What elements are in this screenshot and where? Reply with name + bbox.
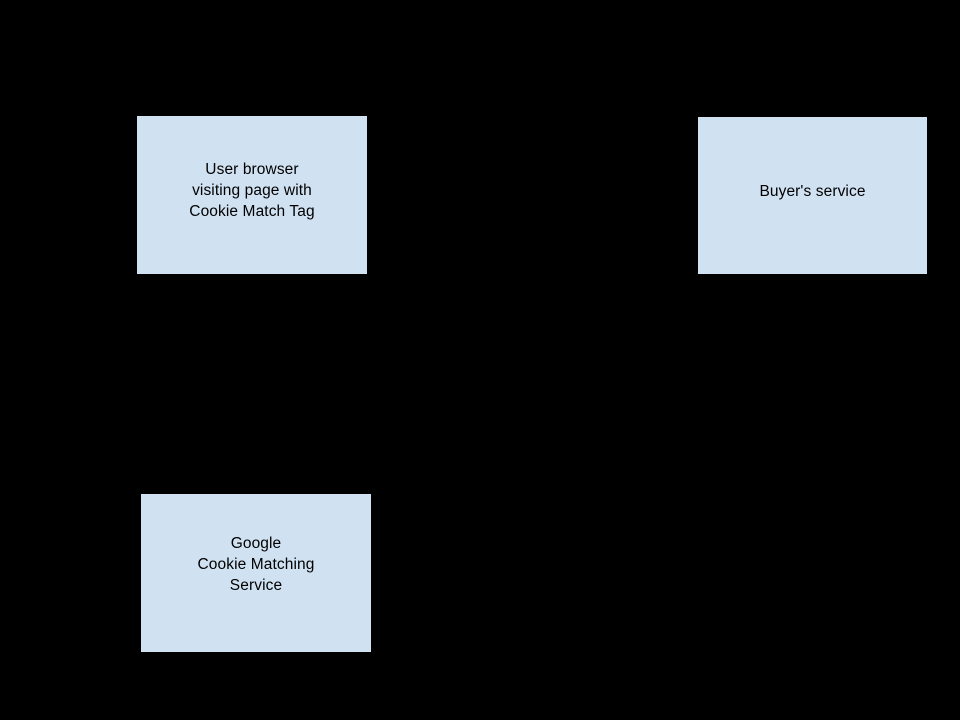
node-google-cookie-matching-service[interactable]: Google Cookie Matching Service — [140, 493, 372, 653]
node-buyers-service-label: Buyer's service — [759, 183, 866, 200]
node-google-cookie-matching-service-label: Google Cookie Matching Service — [197, 535, 315, 594]
node-buyers-service[interactable]: Buyer's service — [697, 116, 928, 275]
node-user-browser[interactable]: User browser visiting page with Cookie M… — [136, 115, 368, 275]
node-user-browser-label: User browser visiting page with Cookie M… — [189, 161, 315, 220]
